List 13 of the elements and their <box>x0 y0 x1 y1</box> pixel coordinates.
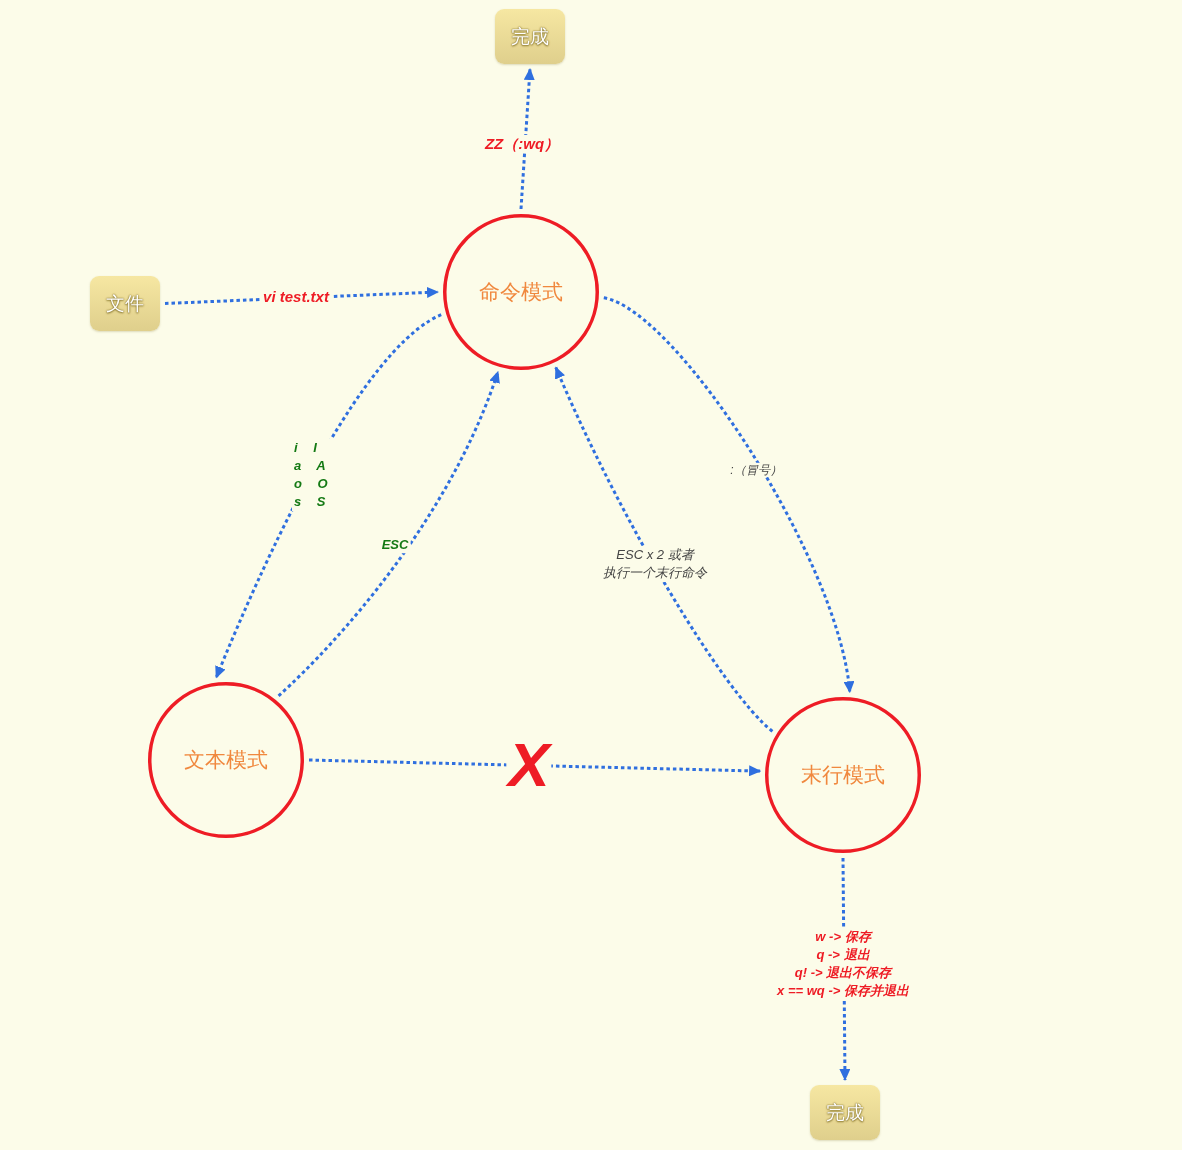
edge-label: w -> 保存 q -> 退出 q! -> 退出不保存 x == wq -> 保存并退出 <box>775 928 911 1000</box>
mode-circle: 文本模式 <box>148 682 304 838</box>
mode-circle: 末行模式 <box>765 697 921 853</box>
terminal-box: 完成 <box>810 1085 880 1140</box>
terminal-box: 完成 <box>495 9 565 64</box>
mode-circle: 命令模式 <box>443 214 599 370</box>
edge-label: ESC <box>379 537 411 553</box>
arrow <box>519 68 535 210</box>
arrow <box>554 366 774 733</box>
arrow <box>277 370 500 697</box>
arrow <box>308 758 762 777</box>
file-box: 文件 <box>90 276 160 331</box>
arrow <box>603 296 854 694</box>
